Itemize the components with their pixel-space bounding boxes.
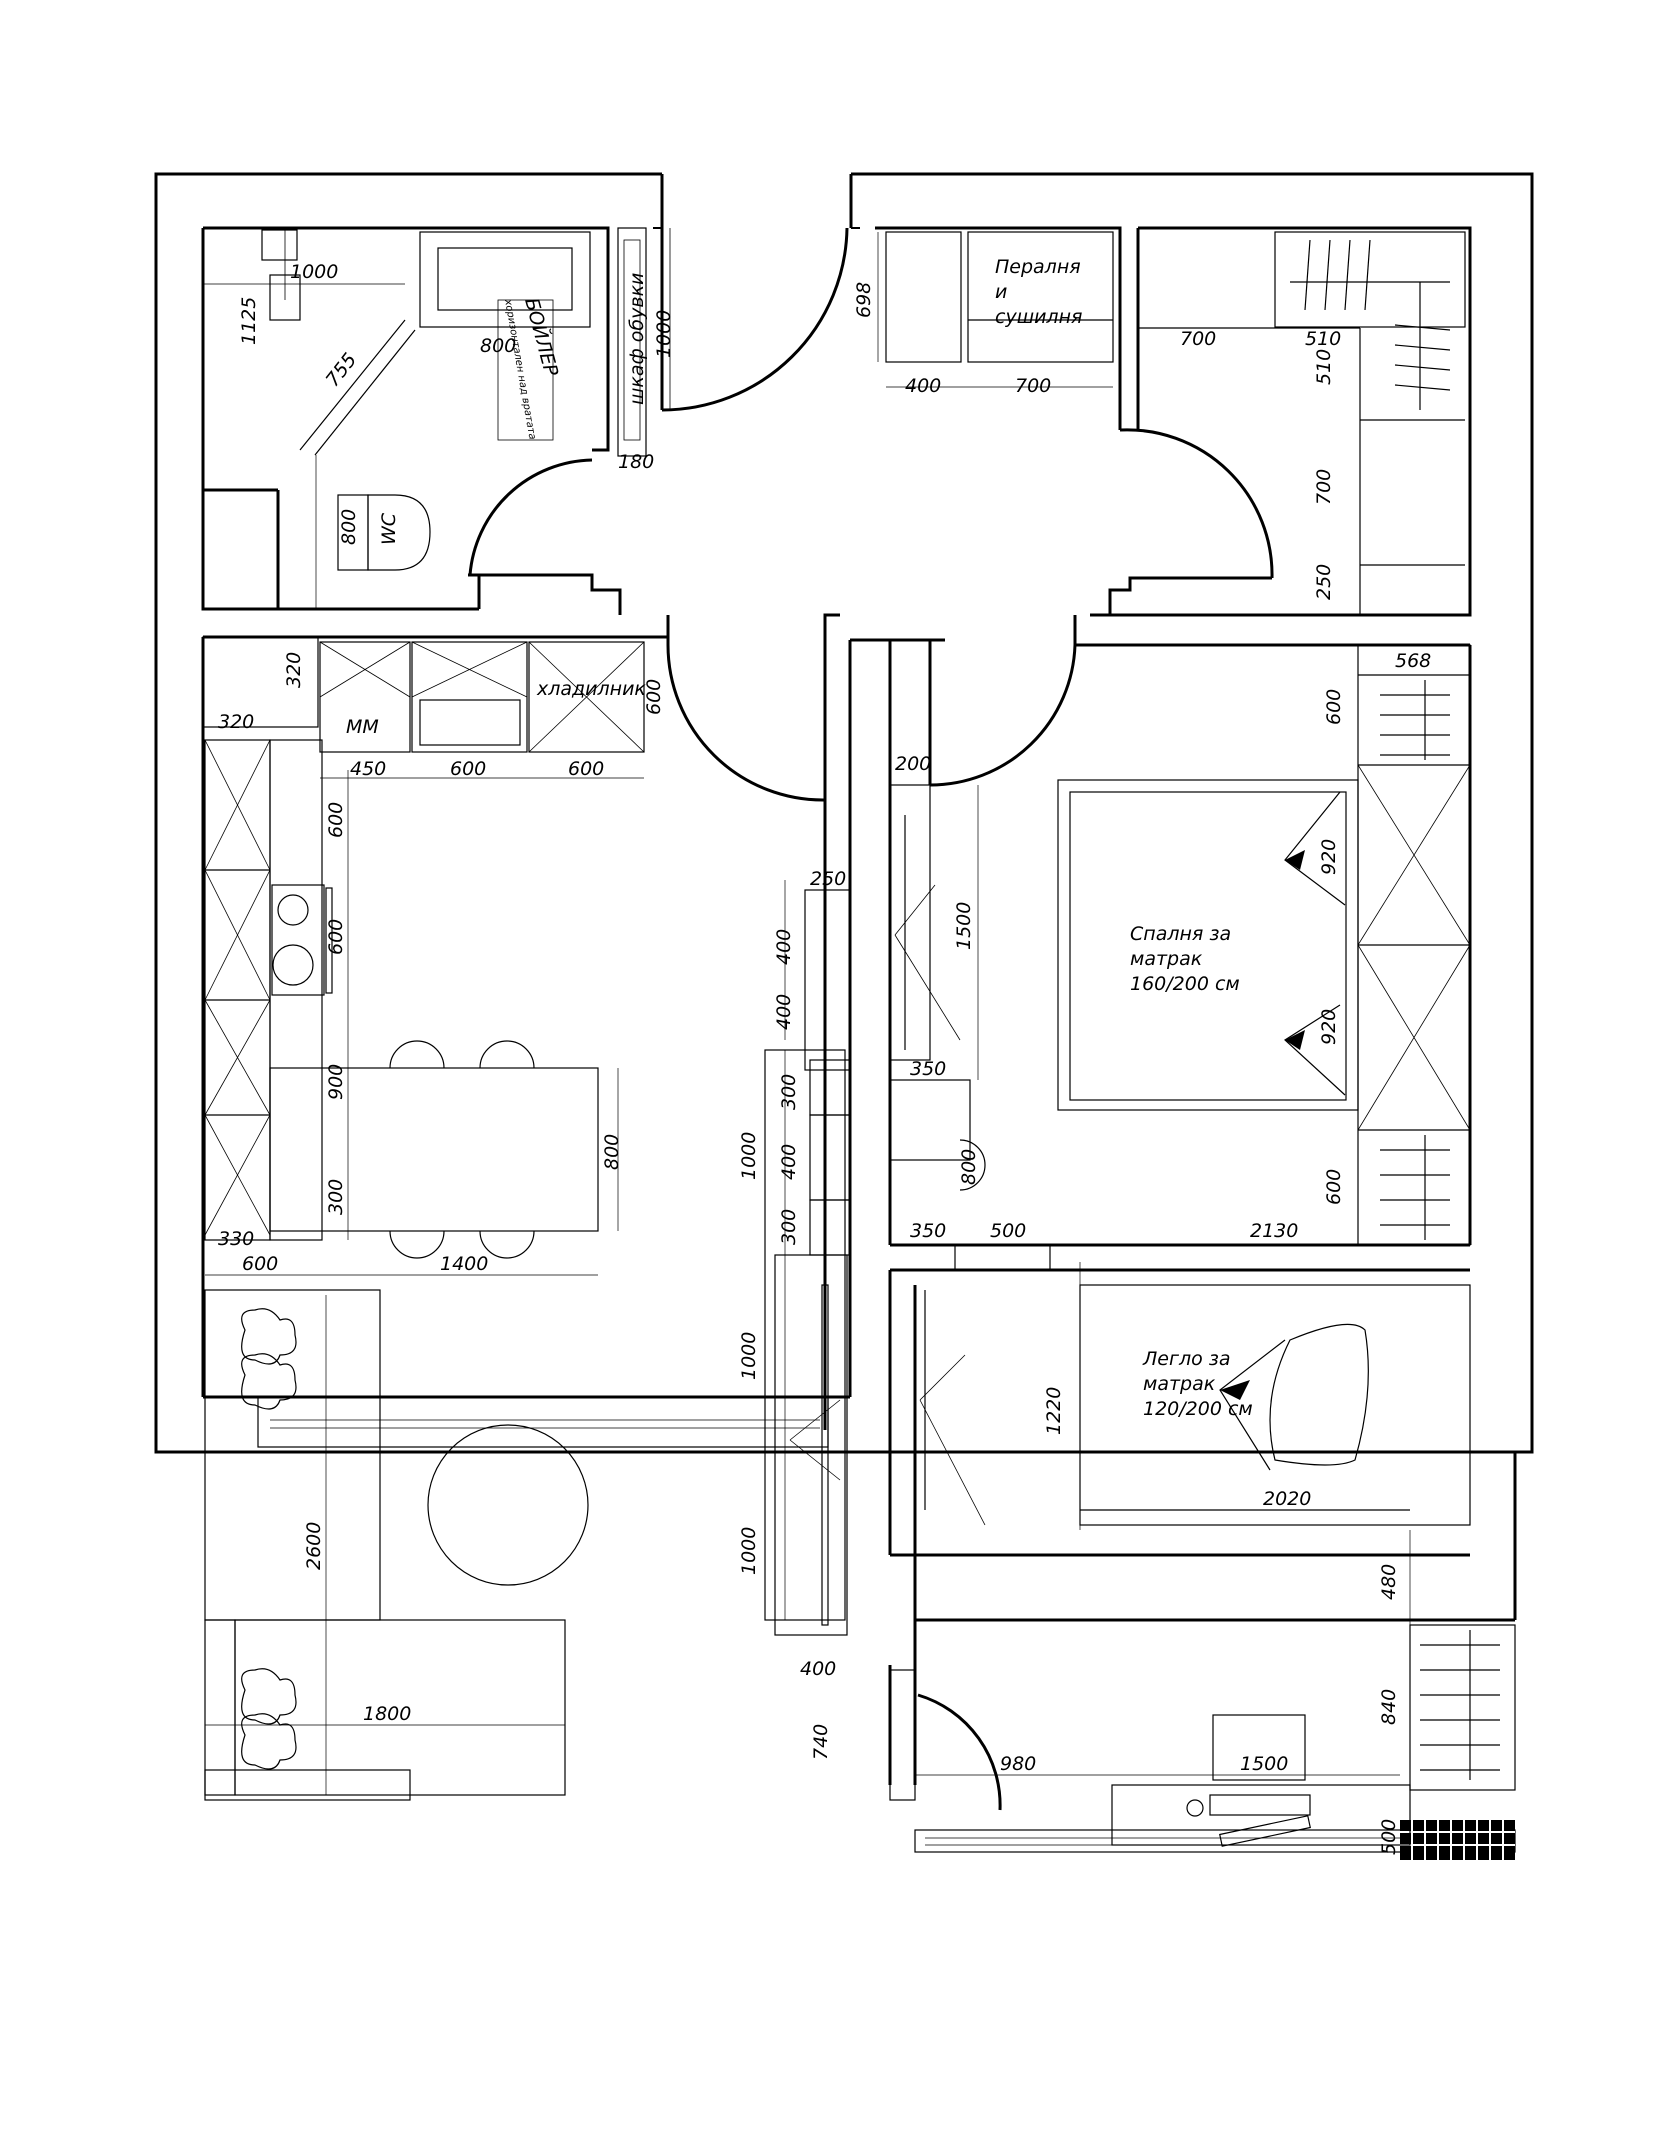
dim-shoe-180: 180 (618, 451, 654, 473)
dim-tv-400b: 400 (773, 994, 795, 1030)
dim-kids-480: 480 (1378, 1564, 1400, 1600)
dim-counter-300: 300 (325, 1179, 347, 1215)
sofa (204, 1289, 381, 1621)
kidsroom-label-3: 120/200 см (1143, 1398, 1253, 1420)
dining-table (269, 1067, 599, 1232)
outer-walls (154, 172, 1534, 1454)
dim-kidsbed-2020: 2020 (1263, 1488, 1311, 1510)
dim-study-980: 980 (1000, 1753, 1036, 1775)
dim-table-1400: 1400 (440, 1253, 488, 1275)
bathroom: 1000 1125 755 800 800 WC БОЙЛЕР хоризонт… (201, 226, 610, 611)
dim-table-330: 330 (218, 1228, 254, 1250)
dim-tv-250: 250 (810, 868, 846, 890)
laundry-label-2: и (995, 281, 1007, 303)
dim-closet-250: 250 (1313, 564, 1335, 600)
dim-kitchen-600b: 600 (450, 758, 486, 780)
dim-counter-600a: 600 (325, 802, 347, 838)
dim-tv-1000a: 1000 (738, 1132, 760, 1180)
dim-bed-920b: 920 (1318, 1009, 1340, 1045)
dim-sofa-2600: 2600 (303, 1522, 325, 1570)
dim-shoe-1000: 1000 (653, 310, 675, 358)
dim-laundry-698: 698 (853, 282, 875, 318)
dim-bedroom-200: 200 (895, 753, 931, 775)
dim-study-500: 500 (1378, 1819, 1400, 1855)
dim-kidsbed-1220: 1220 (1043, 1387, 1065, 1435)
dim-tv-1000c: 1000 (738, 1527, 760, 1575)
toilet-bowl (367, 494, 431, 571)
dim-bedroom-800: 800 (958, 1149, 980, 1185)
dim-bedroom-500: 500 (990, 1220, 1026, 1242)
desk (1111, 1784, 1411, 1846)
bedroom-label-2: матрак (1130, 948, 1203, 970)
dim-study-840: 840 (1378, 1689, 1400, 1725)
boiler-label: БОЙЛЕР (520, 295, 563, 379)
kitchen-living: 320 320 600 ММ хладилник 450 600 600 600… (201, 615, 852, 1801)
study-room: 840 980 1500 500 (888, 1452, 1517, 1860)
kidsroom-label-1: Легло за (1142, 1348, 1231, 1370)
laundry-closet: Пералня и сушилня 698 400 700 700 510 51… (853, 226, 1472, 617)
bedroom-label-1: Спалня за (1130, 923, 1231, 945)
kids-room: Легло за матрак 120/200 см 1220 2020 480 (888, 1262, 1471, 1785)
laundry-label-3: сушилня (995, 306, 1082, 328)
dim-closet-700b: 700 (1313, 469, 1335, 505)
dim-tv-400c: 400 (778, 1144, 800, 1180)
wc-label: WC (378, 512, 400, 545)
desk-chair (1212, 1714, 1306, 1781)
bathtub (419, 231, 591, 328)
fridge-label: хладилник (536, 678, 646, 700)
dishwasher-label: ММ (346, 716, 379, 738)
dim-bedroom-2130: 2130 (1250, 1220, 1298, 1242)
dim-kitchen-600c: 600 (568, 758, 604, 780)
dim-laundry-400: 400 (905, 375, 941, 397)
dim-table-800: 800 (601, 1134, 623, 1170)
dim-wardrobe-600a: 600 (1323, 689, 1345, 725)
dim-bed-920a: 920 (1318, 839, 1340, 875)
entrance-door (660, 227, 849, 412)
dim-wardrobe-568: 568 (1395, 650, 1431, 672)
coffee-table (427, 1424, 589, 1586)
dim-kitchen-320a: 320 (283, 652, 305, 688)
faucet (261, 229, 298, 261)
dim-closet-700: 700 (1180, 328, 1216, 350)
dim-tv-1000b: 1000 (738, 1332, 760, 1380)
dim-counter-600b: 600 (325, 919, 347, 955)
dim-closet-510a: 510 (1305, 328, 1341, 350)
dim-counter-900: 900 (325, 1064, 347, 1100)
dim-sofa-1800: 1800 (363, 1703, 411, 1725)
dim-tv-400d: 400 (800, 1658, 836, 1680)
kidsroom-label-2: матрак (1143, 1373, 1216, 1395)
shoe-cabinet-label: шкаф обувки (626, 273, 648, 405)
dim-laundry-700: 700 (1015, 375, 1051, 397)
dim-tv-400a: 400 (773, 929, 795, 965)
double-bed (1057, 779, 1359, 1111)
dim-kitchen-600a: 600 (643, 679, 665, 715)
dim-kitchen-450: 450 (350, 758, 386, 780)
dim-bath-755: 755 (322, 349, 362, 391)
dim-wc-800: 800 (338, 509, 360, 545)
dim-bath-sink-width: 1000 (290, 261, 338, 283)
dim-bedroom-1500: 1500 (953, 902, 975, 950)
master-bedroom: Спалня за матрак 160/200 см 920 920 568 … (850, 638, 1472, 1272)
dim-tv-300b: 300 (778, 1209, 800, 1245)
laundry-label-1: Пералня (995, 256, 1081, 278)
dim-study-1500: 1500 (1240, 1753, 1288, 1775)
bedroom-label-3: 160/200 см (1130, 973, 1240, 995)
shoe-cabinet: шкаф обувки 1000 180 (617, 227, 675, 473)
dim-kitchen-320b: 320 (218, 711, 254, 733)
dim-wardrobe-600b: 600 (1323, 1169, 1345, 1205)
dim-bedroom-350a: 350 (910, 1058, 946, 1080)
dim-bedroom-350b: 350 (910, 1220, 946, 1242)
dim-bath-1125: 1125 (238, 297, 260, 345)
dim-door-740: 740 (810, 1724, 832, 1760)
dim-closet-510b: 510 (1313, 349, 1335, 385)
dim-table-600: 600 (242, 1253, 278, 1275)
dim-tv-300a: 300 (778, 1074, 800, 1110)
hallway-doors (468, 410, 1274, 802)
